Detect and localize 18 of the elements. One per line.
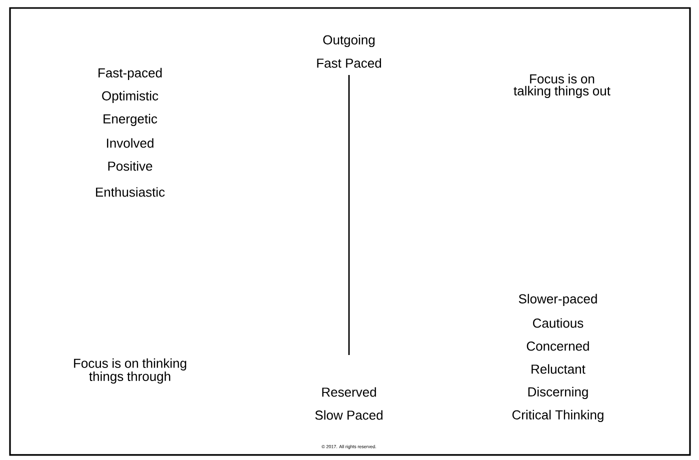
note-text: Focus is on talking things out — [514, 74, 610, 98]
list-item: Reluctant — [532, 364, 586, 374]
list-item: Positive — [108, 161, 152, 171]
list-item: Fast-paced — [98, 68, 162, 80]
list-item: Energetic — [104, 114, 158, 126]
list-item: Cautious — [533, 318, 584, 328]
note-text: Focus is on thinking things through — [74, 358, 186, 384]
list-item: Discerning — [528, 386, 588, 400]
pole-label: Outgoing — [323, 34, 375, 48]
pole-label: Slow Paced — [315, 410, 382, 420]
list-item: Critical Thinking — [512, 410, 604, 422]
list-item: Enthusiastic — [96, 187, 165, 197]
list-item: Slower-paced — [518, 294, 597, 306]
pole-label: Reserved — [322, 387, 376, 397]
list-item: Involved — [107, 138, 154, 148]
list-item: Optimistic — [102, 90, 158, 104]
pole-label: Fast Paced — [317, 58, 382, 68]
list-item: Concerned — [526, 341, 589, 351]
